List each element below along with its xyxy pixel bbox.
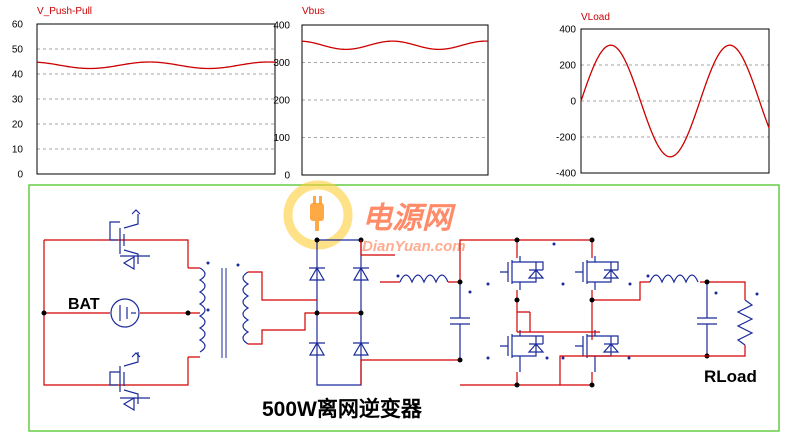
y-tick-label: 20 [12,120,24,131]
y-tick-label: 400 [273,21,290,32]
y-tick-label: 0 [570,97,576,108]
y-tick-label: -400 [556,169,576,180]
y-tick-label: 60 [12,20,24,31]
y-tick-label: 0 [284,171,290,182]
y-tick-label: -200 [556,133,576,144]
h-bridge [460,237,632,388]
watermark: 电源网 DianYuan.com [283,180,466,255]
y-tick-label: 10 [12,145,24,156]
schematic-caption: 500W离网逆变器 [262,397,423,421]
rload-label: RLoad [704,367,757,386]
y-tick-label: 50 [12,45,24,56]
inductor-icon [396,274,449,284]
mosfet-icon [500,256,545,290]
plug-logo-icon [283,180,353,250]
y-tick-label: 300 [273,58,290,69]
chart-title: VLoad [581,12,610,23]
series-line [36,61,276,70]
schematic: 电源网 DianYuan.com BAT [28,180,780,432]
plot-frame [36,23,276,175]
y-tick-label: 200 [559,61,576,72]
watermark-brand: 电源网 [362,202,456,235]
chart-vbus: Vbus 0 100 200 300 400 [273,6,489,182]
bat-label: BAT [68,296,100,313]
diode-icon [352,341,370,356]
y-tick-label: 30 [12,95,24,106]
chart-v-push-pull: V_Push-Pull 0 10 20 30 40 50 60 [12,6,276,181]
diode-icon [308,341,326,356]
capacitor-icon [450,282,472,360]
y-tick-label: 0 [17,170,23,181]
plot-frame [580,28,770,174]
series-line [580,44,770,158]
chart-vload: VLoad -400 -200 0 200 400 [556,12,770,180]
resistor-icon [736,292,759,346]
y-tick-label: 200 [273,96,290,107]
mosfet-icon [575,256,620,290]
capacitor-icon [697,282,718,356]
y-tick-label: 40 [12,70,24,81]
chart-title: Vbus [302,6,325,17]
inductor-icon [646,274,699,284]
mosfet-icon [575,330,620,372]
push-pull-stage: BAT [41,209,200,412]
y-tick-label: 100 [273,133,290,144]
igbt-bottom-icon [109,352,150,412]
rectifier-bridge [290,237,370,386]
igbt-top-icon [109,209,150,271]
transformer-icon [198,261,250,358]
diode-icon [352,266,370,281]
chart-title: V_Push-Pull [37,6,92,17]
mosfet-icon [500,330,545,372]
y-tick-label: 400 [559,25,576,36]
watermark-site: DianYuan.com [362,238,466,255]
schematic-border [28,184,780,432]
series-line [301,40,489,51]
diode-icon [308,266,326,281]
plot-frame [301,24,489,176]
battery-source-icon [110,298,140,328]
